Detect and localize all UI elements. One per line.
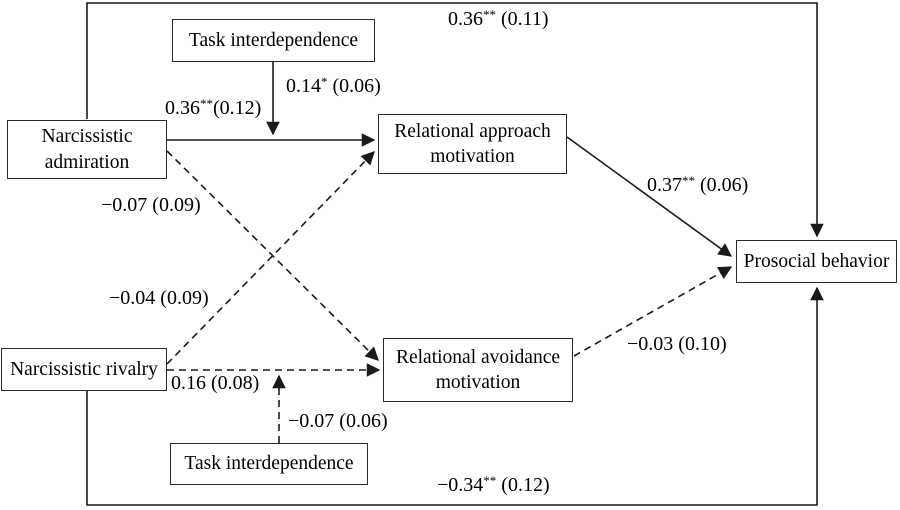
box-narcissistic-admiration-label-line2: admiration	[44, 151, 130, 173]
arrow-rivalry-to-approach	[166, 151, 375, 365]
arrow-avoidance-to-prosocial	[573, 266, 733, 357]
coef-rivalry-avoidance: 0.16 (0.08)	[171, 372, 260, 394]
box-prosocial-behavior-label: Prosocial behavior	[743, 250, 890, 272]
significance-stars: **	[682, 173, 695, 188]
coef-rivalry-prosocial: −0.34** (0.12)	[437, 473, 550, 496]
significance-stars: *	[321, 74, 328, 89]
box-task-interdependence-bottom: Task interdependence	[170, 443, 368, 485]
box-relational-approach-label-line2: motivation	[430, 146, 515, 167]
coef-task-bottom-moderation: −0.07 (0.06)	[288, 410, 388, 432]
arrow-admiration-to-avoidance	[166, 150, 379, 361]
box-prosocial-behavior: Prosocial behavior	[736, 240, 897, 283]
coef-task-top-moderation: 0.14* (0.06)	[286, 74, 381, 97]
box-task-interdependence-top: Task interdependence	[172, 19, 375, 62]
box-relational-approach-label-line1: Relational approach	[394, 120, 551, 142]
box-relational-avoidance-motivation: Relational avoidance motivation	[383, 338, 573, 402]
box-narcissistic-admiration: Narcissistic admiration	[7, 120, 167, 179]
box-narcissistic-rivalry-label: Narcissistic rivalry	[10, 358, 158, 380]
coef-rivalry-approach: −0.04 (0.09)	[109, 287, 209, 309]
arrow-admiration-to-prosocial	[86, 2, 824, 238]
arrow-approach-to-prosocial	[566, 136, 733, 257]
box-relational-approach-motivation: Relational approach motivation	[378, 114, 567, 174]
coef-avoidance-prosocial: −0.03 (0.10)	[627, 333, 727, 355]
coef-admiration-prosocial: 0.36** (0.11)	[448, 7, 549, 30]
box-task-interdependence-top-label: Task interdependence	[188, 29, 359, 51]
coef-admiration-avoidance: −0.07 (0.09)	[101, 194, 201, 216]
significance-stars: **	[200, 96, 213, 111]
box-narcissistic-rivalry: Narcissistic rivalry	[1, 348, 167, 391]
arrow-rivalry-to-prosocial	[86, 286, 824, 506]
significance-stars: **	[483, 473, 497, 488]
coef-admiration-approach: 0.36**(0.12)	[165, 96, 262, 119]
box-relational-avoidance-label-line1: Relational avoidance	[395, 346, 561, 368]
box-relational-avoidance-label-line2: motivation	[435, 372, 521, 393]
box-narcissistic-admiration-label-line1: Narcissistic	[41, 126, 133, 148]
coef-approach-prosocial: 0.37** (0.06)	[647, 173, 749, 196]
significance-stars: **	[483, 7, 496, 22]
box-task-interdependence-bottom-label: Task interdependence	[184, 453, 354, 475]
